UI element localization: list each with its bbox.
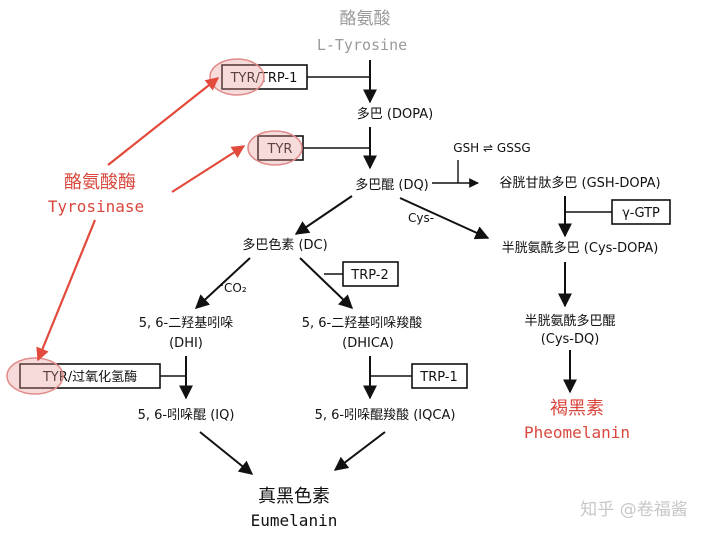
label-cys: Cys- <box>408 211 434 225</box>
pheomelanin-cn: 褐黑素 <box>550 398 604 419</box>
watermark: 知乎 @卷福酱 <box>580 500 687 520</box>
highlight-circle-tyr <box>247 130 303 166</box>
red-arrow-to-tyr-peroxidase <box>36 219 97 362</box>
enzyme-tyr: TYR <box>267 142 293 157</box>
node-cys-dopa: 半胱氨酰多巴 (Cys-DOPA) <box>502 240 659 256</box>
arrow-dq-dc <box>294 195 353 235</box>
node-dq: 多巴醌 (DQ) <box>355 177 429 193</box>
arrow-iqca-eumelanin <box>333 431 386 471</box>
node-cys-dq-2: (Cys-DQ) <box>541 332 600 347</box>
enzyme-box-tyr-peroxidase <box>19 363 161 389</box>
eumelanin-cn: 真黑色素 <box>258 486 330 507</box>
tyrosinase-cn: 酪氨酸酶 <box>64 172 136 193</box>
node-iqca: 5, 6-吲哚醌羧酸 (IQCA) <box>315 407 456 423</box>
arrow-dq-cysdopa <box>399 197 490 240</box>
node-dopa: 多巴 (DOPA) <box>357 106 433 122</box>
red-arrow-to-tyr-trp1 <box>107 77 220 166</box>
enzyme-trp2: TRP-2 <box>350 268 389 283</box>
arrow-dc-dhi <box>194 257 251 309</box>
enzyme-gamma-gtp: γ-GTP <box>622 206 660 221</box>
enzyme-tyr-peroxidase: TYR/过氧化氢酶 <box>42 369 137 385</box>
eumelanin-en: Eumelanin <box>251 511 338 530</box>
enzyme-trp1: TRP-1 <box>419 370 458 385</box>
arrow-iq-eumelanin <box>199 431 254 475</box>
red-arrow-to-tyr <box>171 145 246 193</box>
highlight-circle-tyr-trp1 <box>209 58 265 96</box>
enzyme-box-gamma-gtp <box>611 199 671 225</box>
label-co2: CO₂ <box>224 281 247 295</box>
substrate-cn: 酪氨酸 <box>340 9 391 29</box>
tyrosinase-en: Tyrosinase <box>48 197 144 216</box>
substrate-en: L-Tyrosine <box>317 36 407 54</box>
node-dhica-1: 5, 6-二羟基吲哚羧酸 <box>302 315 423 331</box>
node-dhi-1: 5, 6-二羟基吲哚 <box>139 316 234 331</box>
node-dhi-2: (DHI) <box>169 336 203 351</box>
node-dhica-2: (DHICA) <box>342 336 394 351</box>
highlight-circle-tyr-peroxidase <box>6 357 64 395</box>
arrow-dc-dhica <box>299 257 354 309</box>
node-gsh-gssg: GSH ⇌ GSSG <box>453 141 530 155</box>
node-dc: 多巴色素 (DC) <box>242 237 327 253</box>
node-iq: 5, 6-吲哚醌 (IQ) <box>138 408 235 423</box>
node-cys-dq-1: 半胱氨酰多巴醌 <box>524 313 615 329</box>
pheomelanin-en: Pheomelanin <box>524 423 630 442</box>
enzyme-box-trp1 <box>411 363 468 389</box>
node-gsh-dopa: 谷胱甘肽多巴 (GSH-DOPA) <box>499 175 660 191</box>
